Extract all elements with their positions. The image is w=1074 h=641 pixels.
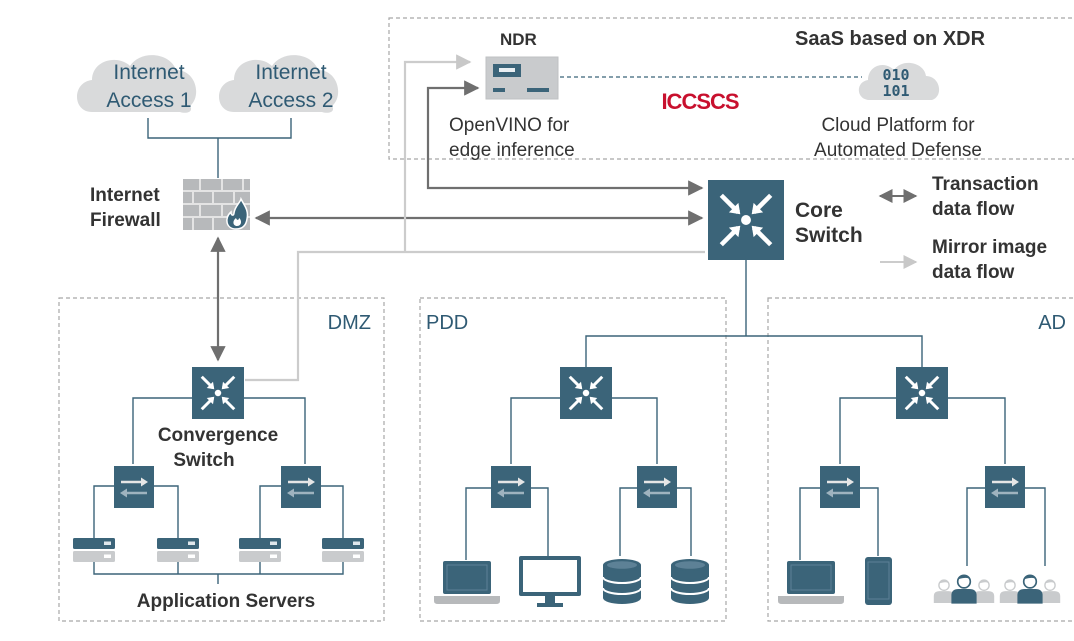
openvino-line2: edge inference: [449, 140, 575, 161]
top-panel-frame: [388, 17, 1074, 160]
internet-uplink-lines: [147, 118, 292, 178]
xdr-cloud-icon: 010 101: [858, 62, 940, 100]
internet-access-1-line1: Internet: [113, 61, 184, 84]
ad-access-switch-right: [985, 466, 1025, 508]
core-switch-label-line2: Switch: [795, 224, 863, 247]
application-servers-label: Application Servers: [137, 591, 315, 612]
pdd-access-switch-right: [637, 466, 677, 508]
server-icon: [239, 538, 281, 562]
legend-transaction-line1: Transaction: [932, 174, 1039, 195]
ad-access-switch-left: [820, 466, 860, 508]
dmz-access-switch-right: [281, 466, 321, 508]
convergence-switch-label-line2: Switch: [173, 450, 234, 471]
desktop-monitor-icon: [519, 556, 581, 607]
ndr-title: NDR: [500, 30, 537, 49]
ndr-appliance-icon: [485, 56, 559, 100]
internet-access-1-line2: Access 1: [106, 89, 191, 112]
dmz-access-switch-left: [114, 466, 154, 508]
internet-access-2-cloud: Internet Access 2: [219, 55, 339, 113]
mobile-phone-icon: [865, 557, 892, 605]
pdd-region-label: PDD: [426, 312, 468, 334]
internet-access-1-cloud: Internet Access 1: [77, 55, 197, 113]
binary-line1: 010: [882, 66, 909, 84]
server-icon: [322, 538, 364, 562]
legend-mirror-line1: Mirror image: [932, 237, 1047, 258]
server-icon: [157, 538, 199, 562]
legend-mirror-line2: data flow: [932, 262, 1015, 283]
firewall-label-line2: Firewall: [90, 210, 161, 231]
database-icon: [670, 558, 710, 605]
user-group-icon: [999, 574, 1061, 605]
database-icon: [602, 558, 642, 605]
legend: Transaction data flow Mirror image data …: [878, 174, 1047, 283]
transaction-flow-ndr-core: [426, 80, 704, 196]
binary-line2: 101: [882, 82, 909, 100]
firewall-icon: [183, 179, 250, 230]
dmz-region-label: DMZ: [328, 312, 371, 334]
mirror-flow-to-ndr: [245, 250, 705, 382]
ad-distribution-switch-icon: [896, 367, 948, 419]
user-group-icon: [933, 574, 995, 605]
cloud-platform-line1: Cloud Platform for: [821, 115, 975, 136]
core-switch-icon: [708, 180, 784, 260]
server-icon: [73, 538, 115, 562]
firewall-label-line1: Internet: [90, 185, 160, 206]
ad-region-label: AD: [1038, 312, 1066, 334]
internet-access-2-line1: Internet: [255, 61, 326, 84]
saas-xdr-title: SaaS based on XDR: [795, 28, 986, 50]
internet-access-2-line2: Access 2: [248, 89, 333, 112]
ad-region-frame: [767, 297, 1074, 622]
legend-transaction-line2: data flow: [932, 199, 1015, 220]
cloud-platform-line2: Automated Defense: [814, 140, 982, 161]
core-switch-label-line1: Core: [795, 199, 843, 222]
laptop-icon: [778, 561, 844, 604]
convergence-switch-icon: [192, 367, 244, 419]
iccscs-logo: ICCSCS: [661, 89, 738, 114]
pdd-distribution-switch-icon: [560, 367, 612, 419]
laptop-icon: [434, 561, 500, 604]
pdd-access-switch-left: [491, 466, 531, 508]
convergence-switch-label-line1: Convergence: [158, 425, 278, 446]
openvino-line1: OpenVINO for: [449, 115, 570, 136]
mirror-flow-ndr-uplink: [403, 54, 472, 252]
core-distribution-lines: [585, 260, 923, 368]
